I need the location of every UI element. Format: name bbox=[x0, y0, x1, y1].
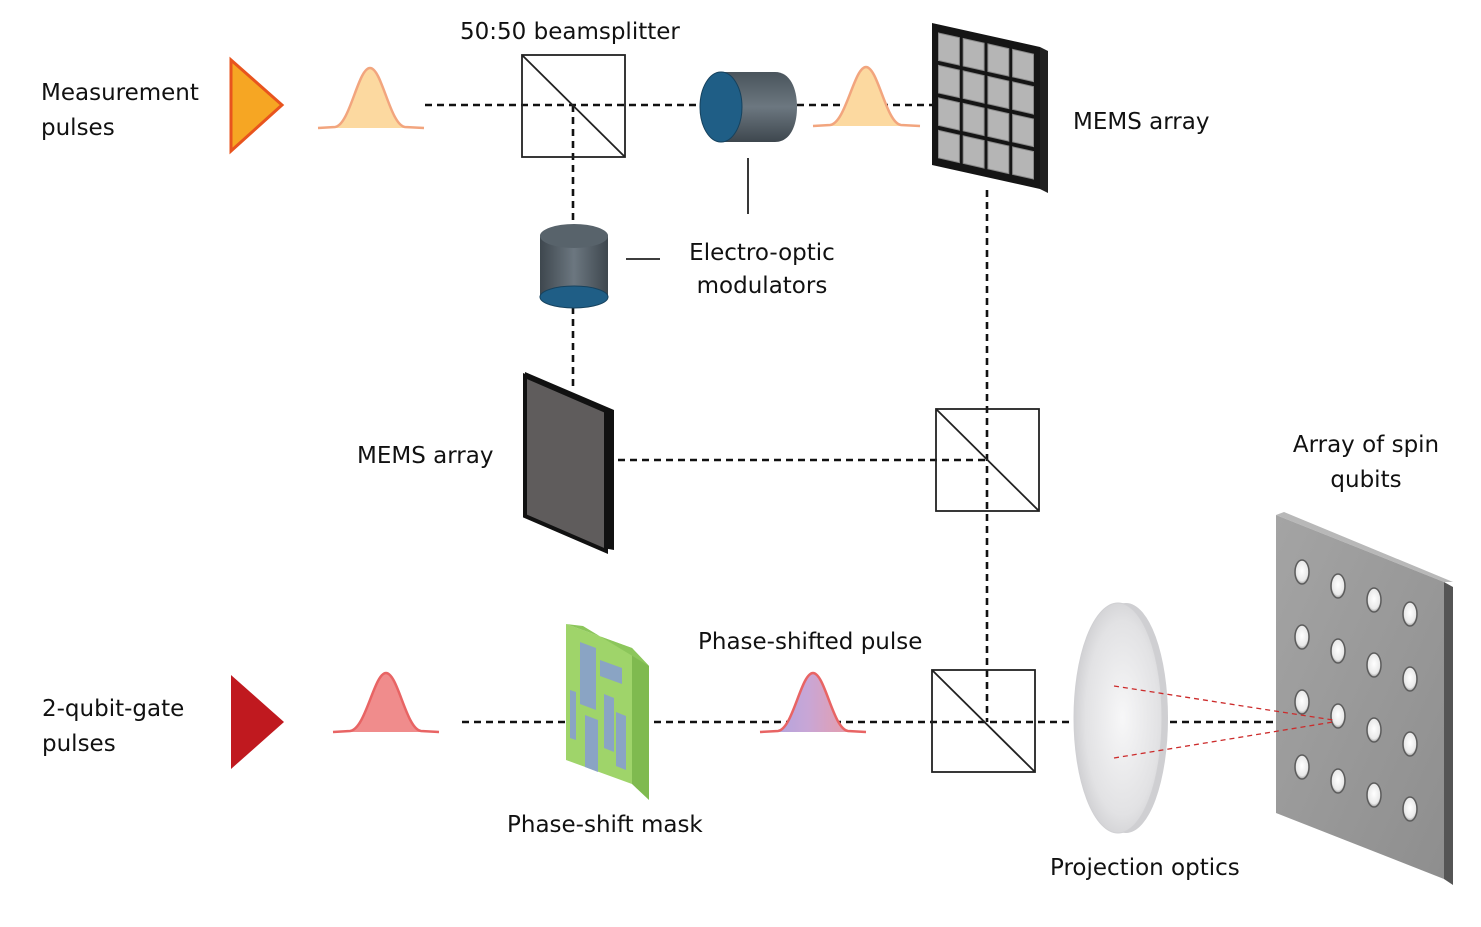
qubit-site bbox=[1294, 689, 1310, 715]
spin-qubit-array bbox=[1276, 512, 1453, 885]
label-phase-shift-mask: Phase-shift mask bbox=[507, 812, 703, 838]
gate-source-triangle-icon bbox=[231, 675, 284, 769]
label-gate-pulses-line-1: 2-qubit-gate bbox=[42, 696, 185, 722]
label-two-qubit-gate-pulses: 2-qubit-gate pulses bbox=[42, 692, 184, 762]
mems-mirror-cell bbox=[1012, 113, 1034, 148]
gate-pulse-1 bbox=[332, 671, 440, 734]
mems-mirror-cell bbox=[962, 70, 985, 104]
mems-mirror-cell bbox=[938, 64, 960, 99]
label-gate-pulses-line-2: pulses bbox=[42, 731, 116, 757]
qubit-site bbox=[1330, 573, 1346, 599]
projection-lens bbox=[1073, 602, 1168, 834]
label-mems-array-mid: MEMS array bbox=[357, 443, 494, 469]
mems-array-mid bbox=[523, 372, 614, 555]
label-eom-line-2: modulators bbox=[696, 273, 828, 299]
phase-shifted-pulse bbox=[759, 671, 867, 734]
label-electro-optic-modulators: Electro-optic modulators bbox=[672, 237, 852, 303]
qubit-site bbox=[1402, 666, 1418, 692]
qubit-site bbox=[1366, 587, 1382, 613]
measurement-source-triangle-icon bbox=[229, 56, 285, 155]
mems-mirror-cell bbox=[1012, 48, 1034, 83]
qubit-site bbox=[1294, 624, 1310, 650]
qubit-site bbox=[1366, 717, 1382, 743]
label-phase-shifted-pulse: Phase-shifted pulse bbox=[698, 629, 923, 655]
qubit-site bbox=[1402, 731, 1418, 757]
qubit-site bbox=[1330, 638, 1346, 664]
mems-mirror-cell bbox=[938, 129, 960, 164]
qubit-site bbox=[1330, 703, 1346, 729]
beamsplitter-mid bbox=[935, 408, 1040, 512]
mems-mirror-cell bbox=[987, 75, 1010, 110]
qubit-site bbox=[1402, 601, 1418, 627]
electro-optic-modulator-2 bbox=[539, 224, 609, 309]
mems-mirror-cell bbox=[962, 102, 985, 137]
beamsplitter-top bbox=[521, 54, 626, 158]
label-projection-optics: Projection optics bbox=[1050, 855, 1240, 881]
label-eom-line-1: Electro-optic bbox=[689, 240, 835, 266]
mems-mirror-cell bbox=[938, 32, 960, 66]
phase-shift-mask bbox=[566, 624, 649, 800]
label-beamsplitter: 50:50 beamsplitter bbox=[460, 19, 680, 45]
measurement-pulse-1 bbox=[317, 66, 425, 130]
focus-rays bbox=[1113, 685, 1334, 759]
measurement-pulse-2 bbox=[812, 65, 921, 128]
qubit-site bbox=[1366, 782, 1382, 808]
mems-mirror-cell bbox=[987, 140, 1010, 175]
mems-array-top bbox=[932, 23, 1048, 193]
electro-optic-modulator-1 bbox=[699, 71, 797, 143]
mems-mirror-cell bbox=[987, 43, 1010, 77]
mems-mirror-cell bbox=[1012, 81, 1034, 115]
label-measurement-pulses: Measurement pulses bbox=[41, 76, 199, 146]
qubit-site bbox=[1294, 754, 1310, 780]
mems-mirror-cell bbox=[987, 108, 1010, 142]
label-spin-qubits-line-2: qubits bbox=[1330, 467, 1402, 493]
mems-mirror-cell bbox=[962, 135, 985, 169]
mems-mirror-cells bbox=[938, 32, 1034, 180]
label-mems-array-top: MEMS array bbox=[1073, 109, 1210, 135]
label-measurement-pulses-line-1: Measurement bbox=[41, 80, 199, 106]
mems-mirror-cell bbox=[938, 97, 960, 131]
qubit-site bbox=[1294, 559, 1310, 585]
qubit-sites bbox=[1294, 559, 1418, 822]
beamsplitter-bottom bbox=[931, 669, 1036, 773]
qubit-site bbox=[1330, 768, 1346, 794]
label-array-of-spin-qubits: Array of spin qubits bbox=[1286, 428, 1446, 498]
qubit-site bbox=[1366, 652, 1382, 678]
mems-mirror-cell bbox=[1012, 146, 1034, 180]
qubit-site bbox=[1402, 796, 1418, 822]
label-spin-qubits-line-1: Array of spin bbox=[1292, 432, 1440, 458]
label-measurement-pulses-line-2: pulses bbox=[41, 115, 115, 141]
mems-mirror-cell bbox=[962, 37, 985, 72]
